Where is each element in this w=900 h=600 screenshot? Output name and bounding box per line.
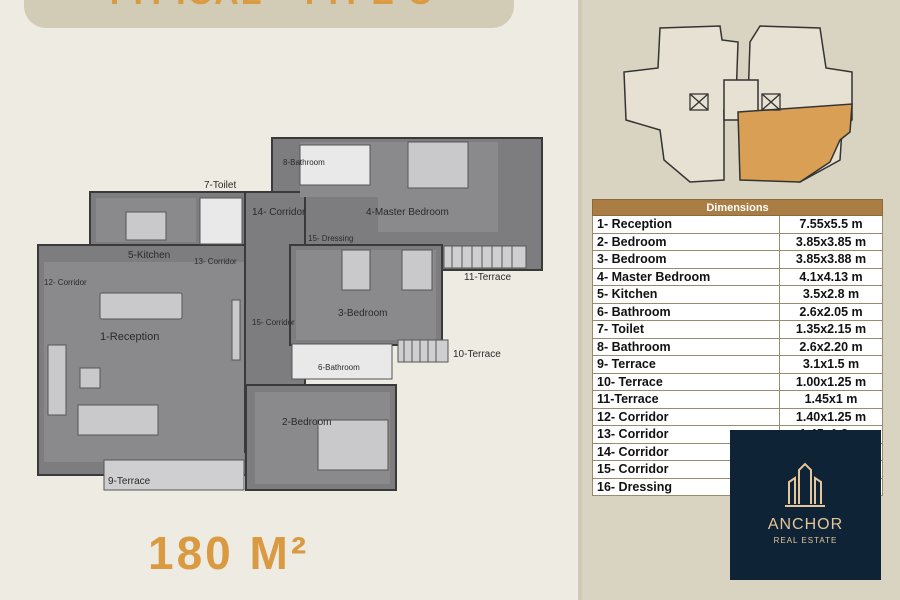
room-dimension: 7.55x5.5 m — [779, 215, 883, 234]
label-bedroom-3: 3-Bedroom — [338, 308, 387, 319]
room-dimension: 1.45x1 m — [779, 390, 883, 409]
room-name: 11-Terrace — [592, 390, 780, 409]
label-bathroom-6: 6-Bathroom — [318, 363, 360, 372]
label-master-bedroom: 4-Master Bedroom — [366, 207, 449, 218]
label-dressing: 15- Dressing — [308, 234, 353, 243]
room-dimension: 3.85x3.85 m — [779, 232, 883, 251]
dimensions-header: Dimensions — [592, 199, 883, 216]
room-name: 6- Bathroom — [592, 302, 780, 321]
floor-plan: 7-Toilet 8-Bathroom 14- Corridor 4-Maste… — [37, 137, 543, 491]
room-dimension: 3.5x2.8 m — [779, 285, 883, 304]
logo-name: ANCHOR — [767, 516, 844, 533]
label-corridor-13: 13- Corridor — [194, 257, 237, 266]
room-dimension: 2.6x2.05 m — [779, 302, 883, 321]
label-bathroom-8: 8-Bathroom — [283, 158, 325, 167]
room-name: 8- Bathroom — [592, 337, 780, 356]
key-plan — [623, 25, 853, 183]
label-terrace-11: 11-Terrace — [464, 272, 511, 283]
room-name: 7- Toilet — [592, 320, 780, 339]
room-dimension: 4.1x4.13 m — [779, 267, 883, 286]
label-corridor-12: 12- Corridor — [44, 278, 87, 287]
tower-logo-icon — [785, 462, 825, 507]
room-name: 4- Master Bedroom — [592, 267, 780, 286]
label-corridor-14: 14- Corridor — [252, 207, 306, 218]
brand-logo: ANCHOR REAL ESTATE — [730, 430, 881, 580]
room-name: 9- Terrace — [592, 355, 780, 374]
room-name: 3- Bedroom — [592, 250, 780, 269]
room-dimension: 2.6x2.20 m — [779, 337, 883, 356]
room-dimension: 1.00x1.25 m — [779, 372, 883, 391]
label-kitchen: 5-Kitchen — [128, 250, 170, 261]
label-reception: 1-Reception — [100, 331, 159, 343]
label-terrace-9: 9-Terrace — [108, 476, 151, 487]
highlighted-unit — [737, 103, 853, 183]
room-name: 1- Reception — [592, 215, 780, 234]
room-name: 5- Kitchen — [592, 285, 780, 304]
room-dimension: 1.40x1.25 m — [779, 407, 883, 426]
room-dimension: 1.35x2.15 m — [779, 320, 883, 339]
logo-subtitle: REAL ESTATE — [773, 536, 838, 545]
label-terrace-10: 10-Terrace — [453, 349, 501, 360]
label-bedroom-2: 2-Bedroom — [282, 417, 331, 428]
room-name: 2- Bedroom — [592, 232, 780, 251]
unit-area: 180 M² — [148, 527, 310, 579]
label-corridor-15: 15- Corridor — [252, 318, 295, 327]
label-toilet: 7-Toilet — [204, 180, 236, 191]
room-name: 10- Terrace — [592, 372, 780, 391]
room-dimension: 3.1x1.5 m — [779, 355, 883, 374]
room-dimension: 3.85x3.88 m — [779, 250, 883, 269]
title-banner: TYPICAL - TYPE C — [24, 0, 514, 28]
page-title: TYPICAL - TYPE C — [24, 0, 514, 13]
room-name: 12- Corridor — [592, 407, 780, 426]
